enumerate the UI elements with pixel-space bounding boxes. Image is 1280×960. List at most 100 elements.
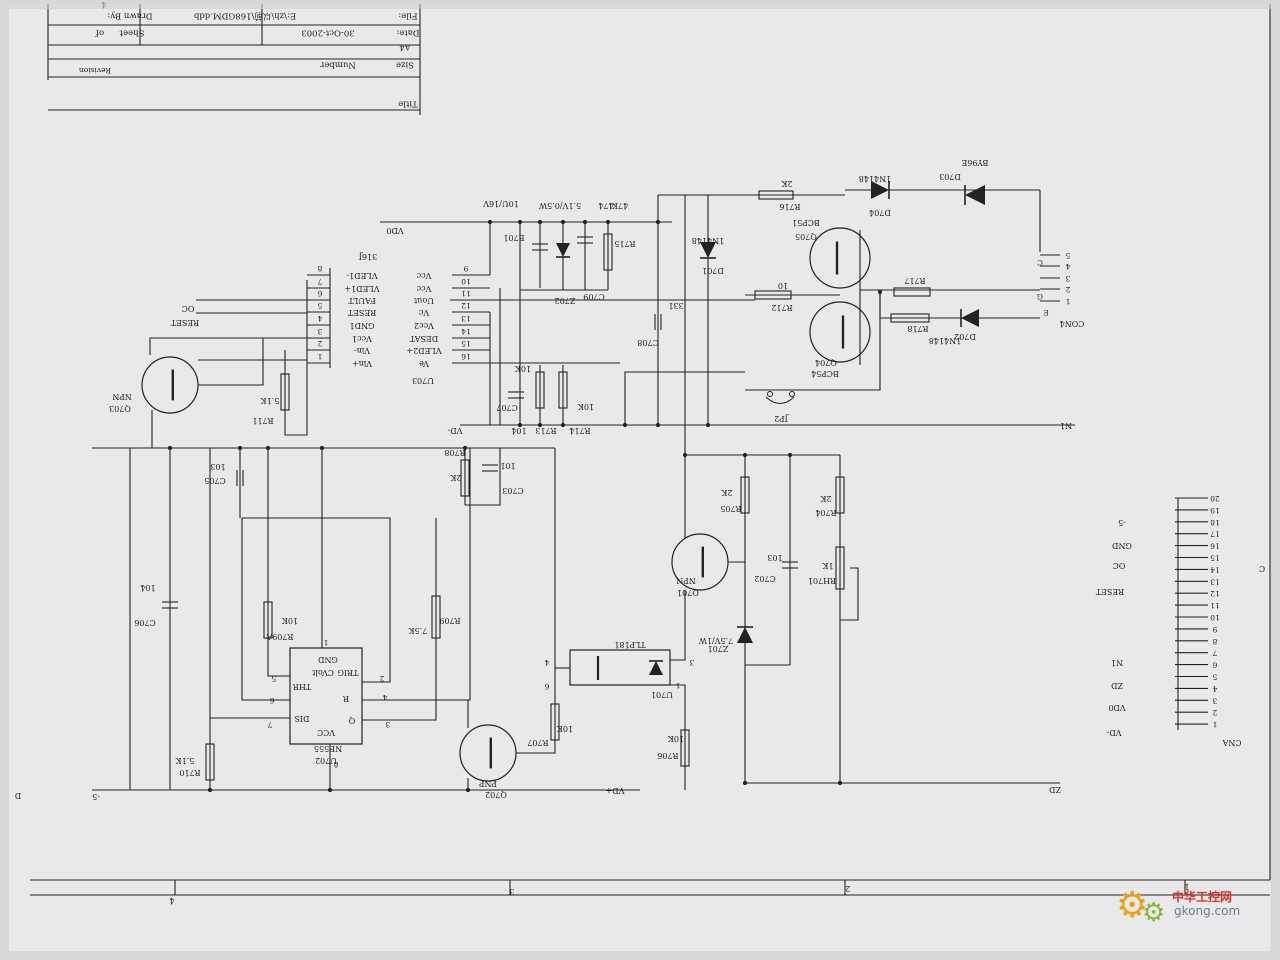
d701-diode (700, 242, 716, 258)
frame-col-marker: 2 (845, 884, 850, 893)
junction-dot (742, 780, 748, 786)
u702-body (289, 647, 363, 745)
q702-value: PNP (479, 779, 497, 788)
q705-value: BCP51 (792, 218, 820, 227)
frame-row-marker: D (15, 791, 21, 800)
jp2-jumper (765, 396, 795, 404)
jp2-jumper (789, 391, 795, 397)
junction-dot (167, 445, 173, 451)
wire (516, 690, 556, 754)
sheet-of-label: of (95, 28, 104, 38)
u703-pin-number: 3 (317, 327, 322, 336)
wire (149, 337, 307, 355)
cna-pin-number: 16 (1210, 542, 1220, 551)
junction-dot (462, 445, 468, 451)
junction-dot (237, 445, 243, 451)
u702-pin-label: GND (318, 655, 338, 664)
r709-value: 7.5K (408, 626, 428, 635)
r716-resistor (758, 190, 794, 200)
junction-dot (682, 452, 688, 458)
u702-pin-number: 3 (385, 720, 390, 729)
r707-value: 10K (556, 724, 573, 733)
u703-pin-name: Ve (419, 359, 430, 368)
minus5-label: -5 (92, 792, 100, 801)
u701-pin-number: 6 (544, 682, 549, 691)
cna-pin-number: 10 (1210, 613, 1220, 622)
d703-diode (965, 185, 985, 205)
con4-pin-number: 3 (1065, 274, 1070, 283)
u701-ref-label: U701 (651, 690, 673, 699)
u703-pin-name: VLED2+ (406, 346, 442, 355)
u703-part-label: 316J (359, 252, 377, 261)
cna-pin-number: 14 (1210, 565, 1220, 574)
c709-value: 474 (598, 201, 613, 210)
cna-pin-number: 2 (1212, 708, 1217, 717)
r713-value: 10K (514, 364, 531, 373)
u702-pin-number: 2 (379, 674, 384, 683)
u703-pin-name: Vc (418, 308, 430, 317)
cna-pin-number: 13 (1210, 577, 1220, 586)
u701-part-label: TLP181 (614, 640, 645, 649)
r714-value: 10K (577, 402, 594, 411)
cna-ref: CNA (1222, 738, 1241, 747)
r710-value: 5.1K (175, 756, 195, 765)
u703-pin-number: 6 (317, 289, 322, 298)
u702-part-label: NE555 (314, 744, 342, 753)
u702-pin-label: THR (292, 682, 311, 691)
cna-pin-number: 12 (1210, 589, 1220, 598)
jp2-jumper (767, 391, 773, 397)
u703-pin-number: 2 (317, 339, 322, 348)
r715-ref: R715 (614, 239, 635, 248)
c709-ref: C709 (583, 292, 604, 301)
u703-pin-name: Vcc1 (352, 334, 373, 343)
cna-pin-number: 1 (1213, 720, 1218, 729)
cna-label: ZD (1111, 681, 1123, 690)
wire (362, 448, 471, 701)
z702-value: 5.1V/0.5W (538, 201, 581, 210)
u703-pin-name: Vcc (416, 271, 432, 280)
r709a-resistor (263, 601, 273, 639)
r708-value: 2K (449, 473, 461, 482)
cna-label: OC (1113, 561, 1126, 570)
cna-label: VD0 (1108, 703, 1126, 712)
junction-dot (517, 219, 523, 225)
c702-value: 103 (767, 553, 782, 562)
wire (362, 585, 437, 721)
cna-label: GND (1112, 541, 1132, 550)
wire (840, 567, 859, 621)
con4-pin-number: 5 (1065, 251, 1070, 260)
r716-value: 2K (780, 179, 792, 188)
cna-pin-number: 6 (1212, 661, 1217, 670)
d704-value: 1N4148 (859, 174, 891, 183)
watermark-cn-text: 中华工控网 (1172, 890, 1233, 904)
cna-pin-number: 11 (1210, 601, 1220, 610)
size-label: Size (396, 60, 414, 70)
u703-pin-number: 7 (317, 277, 322, 286)
d703-ref: D703 (939, 172, 961, 181)
r717-resistor (893, 287, 931, 297)
junction-dot (787, 452, 793, 458)
file-value: E:\zh\以前\168GDM.ddb (193, 11, 296, 22)
u701-pin-number: 3 (689, 658, 694, 667)
u703-pin-name: FAULT (348, 296, 376, 305)
q702-ref: Q702 (485, 790, 507, 799)
u703-pin-name: VLED1- (346, 271, 378, 280)
r705-resistor (740, 476, 750, 514)
date-value: 30-Oct-2003 (301, 28, 354, 38)
number-label: Number (319, 60, 355, 70)
r714-resistor (558, 371, 568, 409)
u703-pin-name: Vin+ (352, 359, 373, 368)
u702-ref-label: U702 (315, 756, 337, 765)
q704-ref: Q704 (815, 358, 837, 367)
junction-dot (560, 422, 566, 428)
junction-dot (622, 422, 628, 428)
wire (267, 600, 290, 677)
cna-pin-number: 15 (1210, 554, 1220, 563)
junction-dot (742, 452, 748, 458)
file-label: File: (398, 11, 417, 21)
cna-pin-number: 9 (1212, 625, 1217, 634)
reset-label: RESET (170, 318, 199, 327)
date-label: Date: (396, 28, 419, 38)
r709a-value: 10K (281, 616, 298, 625)
r710-ref: R710 (179, 768, 200, 777)
